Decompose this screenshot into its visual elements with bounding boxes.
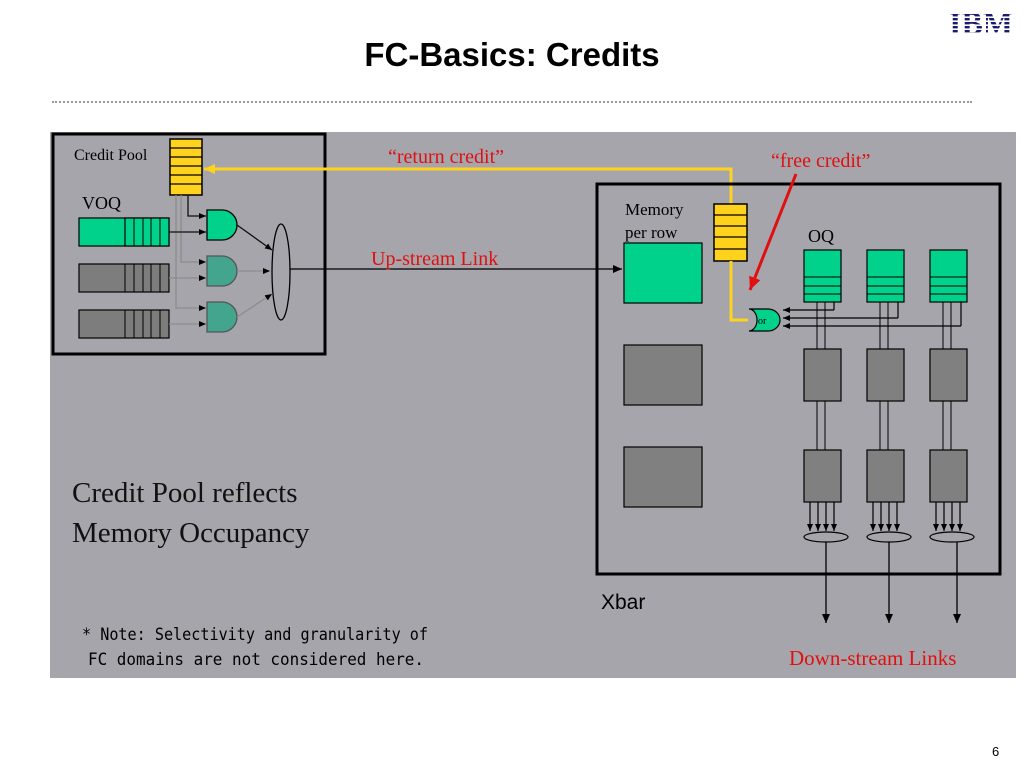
ibm-logo: IBM xyxy=(949,6,1013,40)
voq-to-gate-wires xyxy=(169,229,206,327)
and-gate-3 xyxy=(206,301,238,333)
column-1-block-lower xyxy=(803,449,842,503)
output-fanin-arrows xyxy=(807,502,963,531)
title-divider xyxy=(52,101,972,103)
credit-pool-stack xyxy=(169,138,203,196)
column-2-block-upper xyxy=(866,348,905,402)
voq-queue-1 xyxy=(78,217,170,247)
or-gate xyxy=(748,308,781,332)
free-credit-arrow xyxy=(748,173,798,291)
downstream-link-arrows xyxy=(822,542,961,623)
oq-to-block-wires xyxy=(816,302,952,450)
summary-line1: Credit Pool reflects xyxy=(72,477,298,509)
voq-queue-3 xyxy=(78,309,170,339)
memory-block-2 xyxy=(623,344,703,406)
note-line1: * Note: Selectivity and granularity of xyxy=(82,625,428,645)
column-3-block-upper xyxy=(929,348,968,402)
output-mux-1 xyxy=(803,531,849,543)
page-number: 6 xyxy=(992,744,1000,759)
oq-column-3 xyxy=(929,249,968,303)
gate-to-mux-wires xyxy=(236,224,273,318)
and-gate-1 xyxy=(206,209,238,241)
memory-label-line2: per row xyxy=(625,223,678,242)
memory-label-line1: Memory xyxy=(625,200,684,219)
summary-line2: Memory Occupancy xyxy=(72,517,310,549)
xbar-label: Xbar xyxy=(601,591,645,614)
oq-column-2 xyxy=(866,249,905,303)
column-3-block-lower xyxy=(929,449,968,503)
adapter-box xyxy=(51,132,327,356)
xbar-box xyxy=(595,182,1002,576)
voq-queue-2 xyxy=(78,263,170,293)
upstream-link-label: Up-stream Link xyxy=(371,248,498,270)
diagram-background xyxy=(50,132,1016,678)
downstream-links-label: Down-stream Links xyxy=(789,646,956,670)
return-credit-path xyxy=(204,164,733,210)
svg-text:IBM: IBM xyxy=(949,6,1013,40)
oq-column-1 xyxy=(803,249,842,303)
free-credit-label: “free credit” xyxy=(771,150,870,172)
voq-label: VOQ xyxy=(82,193,121,213)
and-gate-2 xyxy=(206,255,238,287)
oq-label: OQ xyxy=(808,226,834,246)
mux-ellipse xyxy=(271,223,291,321)
note-line2: FC domains are not considered here. xyxy=(88,650,424,670)
credit-pool-wires-faded xyxy=(175,195,206,311)
memory-block-1 xyxy=(623,242,703,304)
column-1-block-upper xyxy=(803,348,842,402)
or-gate-label: or xyxy=(758,316,767,327)
memory-block-3 xyxy=(623,446,703,508)
slide-title: FC-Basics: Credits xyxy=(364,36,660,73)
return-credit-label: “return credit” xyxy=(388,146,504,168)
credit-flow-diagram: Credit Pool VOQ xyxy=(50,132,1016,678)
memory-per-row-stack xyxy=(713,203,748,262)
output-mux-3 xyxy=(929,531,975,543)
column-2-block-lower xyxy=(866,449,905,503)
memory-to-or-path xyxy=(729,261,748,322)
credit-pool-wires xyxy=(187,195,206,219)
credit-pool-label: Credit Pool xyxy=(74,147,148,164)
output-mux-2 xyxy=(866,531,912,543)
